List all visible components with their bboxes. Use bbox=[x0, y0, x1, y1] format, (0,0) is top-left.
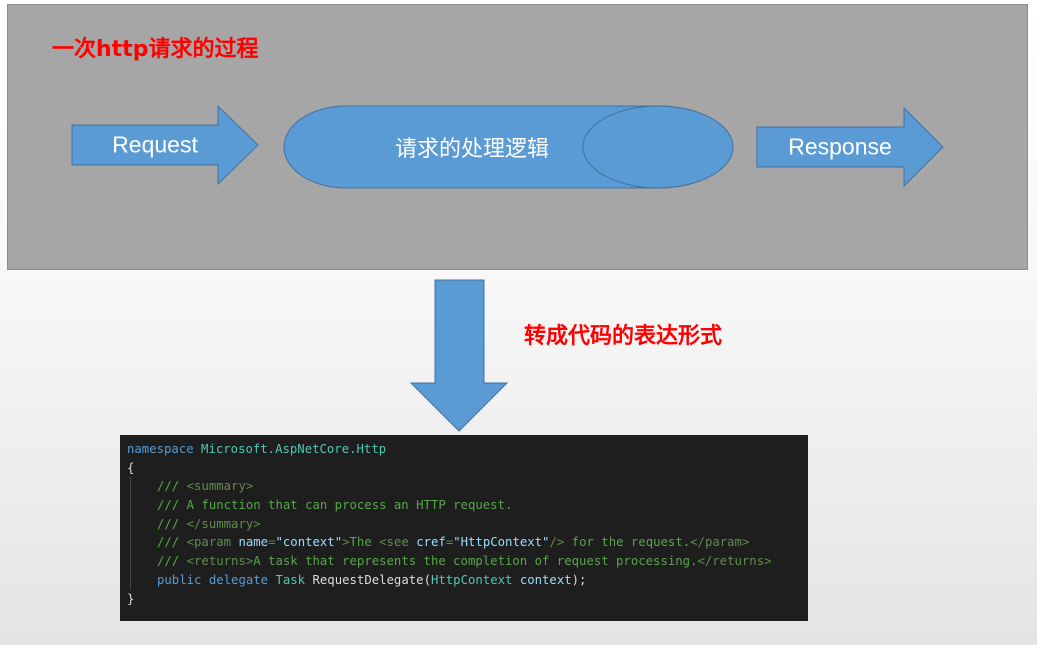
attr-value-context: "context" bbox=[275, 535, 343, 550]
tag-gt: > bbox=[342, 535, 350, 550]
summary-open-tag: <summary> bbox=[186, 479, 254, 494]
doc-slashes: /// bbox=[157, 535, 187, 550]
see-open-tag: <see bbox=[379, 535, 417, 550]
code-line-summary-text: /// A function that can process an HTTP … bbox=[130, 496, 808, 515]
attr-cref: cref bbox=[416, 535, 446, 550]
param-context: context bbox=[519, 572, 572, 587]
returns-text: A task that represents the completion of… bbox=[253, 554, 698, 569]
code-line-close-brace: } bbox=[127, 590, 808, 609]
summary-close-tag: </summary> bbox=[186, 516, 261, 531]
doc-slashes: /// bbox=[157, 554, 187, 569]
equals: = bbox=[445, 535, 454, 550]
attr-value-httpcontext: "HttpContext" bbox=[453, 535, 550, 550]
code-line-summary-close: /// </summary> bbox=[130, 514, 808, 534]
response-arrow bbox=[756, 106, 944, 188]
code-line-param: /// <param name="context">The <see cref=… bbox=[130, 533, 808, 553]
doc-slashes: /// bbox=[157, 479, 187, 494]
keyword-delegate: delegate bbox=[208, 572, 269, 587]
code-line-open-brace: { bbox=[127, 459, 808, 478]
response-label: Response bbox=[788, 133, 892, 160]
summary-text: /// A function that can process an HTTP … bbox=[157, 498, 513, 513]
attr-name: name bbox=[238, 535, 269, 550]
process-label: 请求的处理逻辑 bbox=[394, 137, 550, 162]
keyword-namespace: namespace bbox=[127, 442, 194, 456]
see-close-tag: /> bbox=[549, 535, 565, 550]
param-open-tag: <param bbox=[186, 535, 239, 550]
namespace-name: Microsoft.AspNetCore.Http bbox=[201, 442, 387, 456]
open-brace: { bbox=[127, 460, 135, 475]
delegate-name: RequestDelegate bbox=[312, 572, 424, 587]
request-arrow bbox=[71, 104, 259, 186]
type-httpcontext: HttpContext bbox=[430, 572, 513, 587]
code-block: namespace Microsoft.AspNetCore.Http { //… bbox=[120, 435, 808, 621]
code-line-returns: /// <returns>A task that represents the … bbox=[130, 552, 808, 571]
close-brace: } bbox=[127, 591, 135, 606]
process-cylinder-end bbox=[582, 105, 734, 189]
statement-end: ); bbox=[571, 572, 587, 587]
type-task: Task bbox=[275, 572, 306, 587]
param-text-tail: for the request. bbox=[564, 535, 691, 550]
page-title: 一次http请求的过程 bbox=[52, 37, 259, 62]
code-line-namespace: namespace Microsoft.AspNetCore.Http bbox=[127, 440, 808, 459]
param-close-tag: </param> bbox=[690, 535, 750, 550]
paren-open: ( bbox=[423, 572, 431, 587]
equals: = bbox=[268, 535, 276, 550]
code-line-delegate: public delegate Task RequestDelegate(Htt… bbox=[130, 570, 808, 590]
returns-open-tag: <returns> bbox=[186, 554, 254, 569]
keyword-public: public bbox=[157, 572, 202, 587]
down-arrow bbox=[409, 279, 509, 432]
returns-close-tag: </returns> bbox=[697, 554, 772, 569]
request-label: Request bbox=[112, 131, 198, 158]
param-text: The bbox=[349, 535, 380, 550]
conversion-caption: 转成代码的表达形式 bbox=[524, 324, 723, 349]
doc-slashes: /// bbox=[157, 516, 187, 531]
code-line-summary-open: /// <summary> bbox=[130, 477, 808, 497]
